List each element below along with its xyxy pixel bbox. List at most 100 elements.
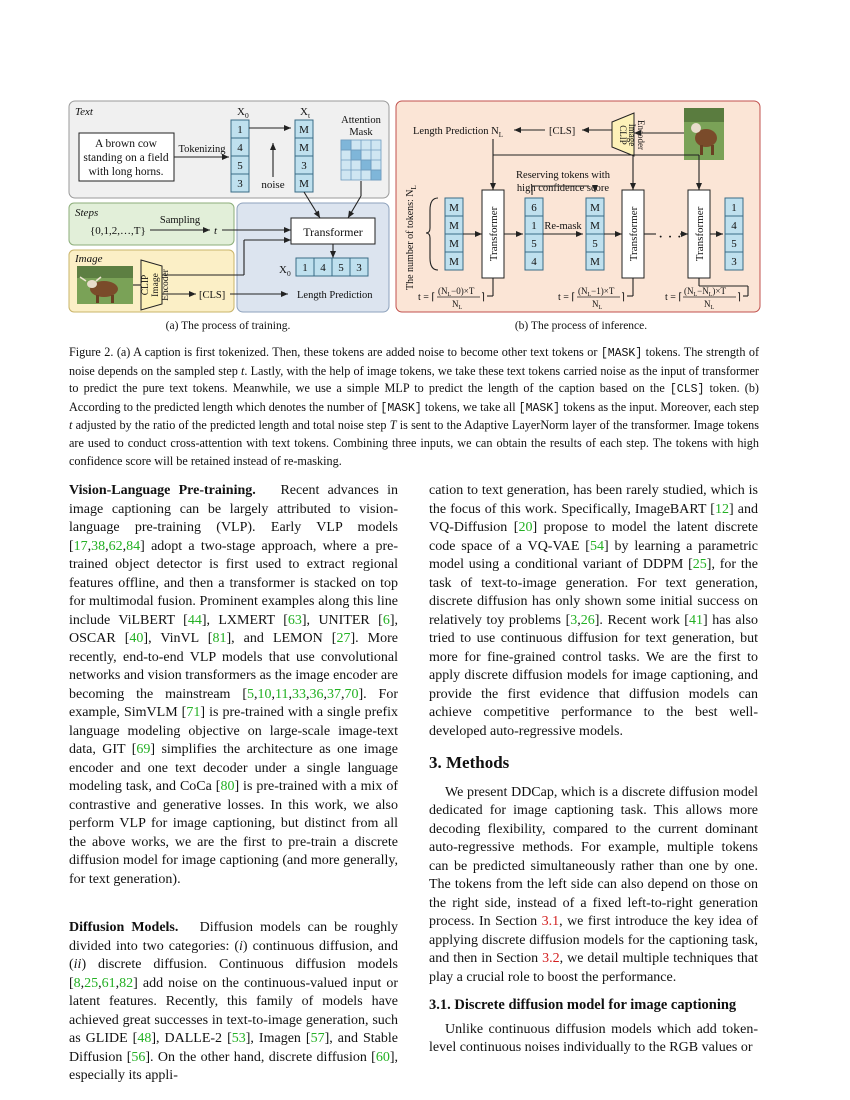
x0-token: 1 (237, 124, 243, 136)
t-formula-2: t = ⌈ (NL−1)×T NL ⌉ (558, 278, 634, 311)
inference-token-column-1: M M M M (444, 197, 464, 271)
output-token: 4 (320, 262, 326, 274)
svg-text:(NL−0)×T: (NL−0)×T (438, 286, 475, 298)
clip-label-2: Image (151, 273, 161, 297)
svg-text:(NL−NL)×T: (NL−NL)×T (684, 286, 726, 298)
input-caption-line-3: with long horns. (88, 166, 163, 178)
svg-text:NL: NL (704, 299, 715, 311)
inference-token: M (590, 202, 600, 214)
output-x0-label: X0 (279, 264, 291, 278)
reserving-label-1: Reserving tokens with (516, 170, 611, 181)
attention-mask-grid (340, 139, 382, 181)
transformer-label: Transformer (303, 225, 363, 239)
tokenizing-label: Tokenizing (178, 144, 226, 155)
figure-caption: Figure 2. (a) A caption is first tokeniz… (69, 345, 760, 468)
steps-panel-label: Steps (75, 207, 98, 219)
subfigure-caption-a: (a) The process of training. (166, 320, 291, 332)
svg-text:t = ⌈: t = ⌈ (418, 292, 435, 303)
inference-token: M (590, 220, 600, 232)
subsection-paragraph: Unlike continuous diffusion models which… (429, 1021, 758, 1056)
svg-text:(NL−1)×T: (NL−1)×T (578, 286, 615, 298)
diffusion-run-in-heading: Diffusion Models. (69, 920, 179, 935)
methods-paragraph: We present DDCap, which is a discrete di… (429, 784, 758, 985)
inference-token: 6 (531, 202, 537, 214)
output-token-row: 1 4 5 3 (295, 257, 369, 277)
xt-token: M (299, 178, 309, 190)
text-panel-label: Text (75, 106, 94, 118)
svg-text:⌉: ⌉ (481, 292, 485, 303)
ellipsis-dots: · · · (658, 229, 682, 246)
inference-clip-label-1: CLIP (618, 125, 628, 145)
t-label: t (214, 225, 218, 237)
output-token: 1 (302, 262, 308, 274)
inference-token: M (449, 238, 459, 250)
right-continuation-paragraph: cation to text generation, has been rare… (429, 483, 759, 739)
x0-token-column: 1 4 5 3 (230, 119, 250, 193)
inference-token-column-2: 6 1 5 4 (524, 197, 544, 271)
xt-token-column: M M 3 M (294, 119, 314, 193)
vlp-run-in-heading: Vision-Language Pre-training. (69, 483, 256, 498)
diffusion-paragraph: Diffusion Models. Diffusion models can b… (69, 920, 398, 1083)
inference-token: 1 (531, 220, 537, 232)
inference-clip-label-3: Encoder (636, 120, 646, 150)
clip-label-1: CLIP (141, 275, 151, 296)
t-formula-1: t = ⌈ (NL−0)×T NL ⌉ (418, 278, 494, 311)
x0-token: 3 (237, 178, 243, 190)
t-formula-3: t = ⌈ (NL−NL)×T NL ⌉ (665, 278, 749, 311)
inference-transformer-label-1: Transformer (488, 206, 500, 261)
reserving-label-2: high confidence score (517, 183, 609, 194)
inference-token-column-3: M M 5 M (585, 197, 605, 271)
steps-set: {0,1,2,…,T} (90, 225, 146, 237)
left-column: Vision-Language Pre-training. Recent adv… (69, 482, 398, 1086)
attention-mask-label-2: Mask (349, 127, 373, 138)
inference-cls-label: [CLS] (549, 126, 575, 137)
training-diagram: Text Steps Image A brown cow standing on… (68, 100, 390, 332)
clip-encoder-trapezoid (140, 259, 163, 311)
input-caption-line-2: standing on a field (83, 152, 169, 164)
subfigure-caption-b: (b) The process of inference. (515, 320, 647, 332)
vlp-paragraph: Vision-Language Pre-training. Recent adv… (69, 483, 399, 887)
xt-token: 3 (301, 160, 307, 172)
cow-photo (77, 266, 133, 304)
noise-label: noise (261, 179, 284, 191)
length-prediction-label: Length Prediction (297, 290, 373, 301)
figure-2: Text Steps Image A brown cow standing on… (68, 100, 761, 332)
svg-text:t = ⌈: t = ⌈ (558, 292, 575, 303)
xt-label: Xt (300, 106, 311, 120)
svg-text:NL: NL (452, 299, 463, 311)
inference-token: M (449, 202, 459, 214)
inference-token-column-4: 1 4 5 3 (724, 197, 744, 271)
svg-text:NL: NL (592, 299, 603, 311)
remask-label: Re-mask (544, 221, 582, 232)
inference-token: 5 (731, 238, 737, 250)
inference-cow-photo (684, 108, 724, 160)
x0-token: 4 (237, 142, 243, 154)
input-caption-box (78, 132, 175, 182)
steps-panel (68, 202, 235, 246)
input-caption-line-1: A brown cow (95, 138, 158, 150)
num-tokens-label: The number of tokens: NL (405, 185, 418, 290)
inference-clip-trapezoid (611, 112, 635, 157)
inference-transformer-label-2: Transformer (628, 206, 640, 261)
xt-token: M (299, 124, 309, 136)
inference-token: 3 (731, 256, 737, 268)
clip-label-3: Encoder (161, 268, 171, 300)
image-panel-label: Image (74, 253, 103, 265)
subsection-heading: 3.1. Discrete diffusion model for image … (429, 997, 737, 1013)
transformer-box (290, 217, 376, 245)
inference-token: M (590, 256, 600, 268)
methods-heading: 3. Methods (429, 753, 510, 772)
svg-text:⌉: ⌉ (737, 292, 741, 303)
sampling-label: Sampling (160, 215, 201, 226)
cls-label: [CLS] (199, 290, 225, 301)
output-token: 5 (338, 262, 344, 274)
inference-transformer-label-3: Transformer (694, 206, 706, 261)
inference-diagram: Length Prediction NL [CLS] CLIP Image En… (395, 100, 761, 332)
right-column: cation to text generation, has been rare… (429, 482, 758, 1058)
x0-label: X0 (237, 106, 249, 120)
inference-clip-label-2: Image (627, 124, 637, 147)
inference-token: 4 (731, 220, 737, 232)
xt-token: M (299, 142, 309, 154)
svg-text:t = ⌈: t = ⌈ (665, 292, 682, 303)
attention-mask-label-1: Attention (341, 115, 381, 126)
